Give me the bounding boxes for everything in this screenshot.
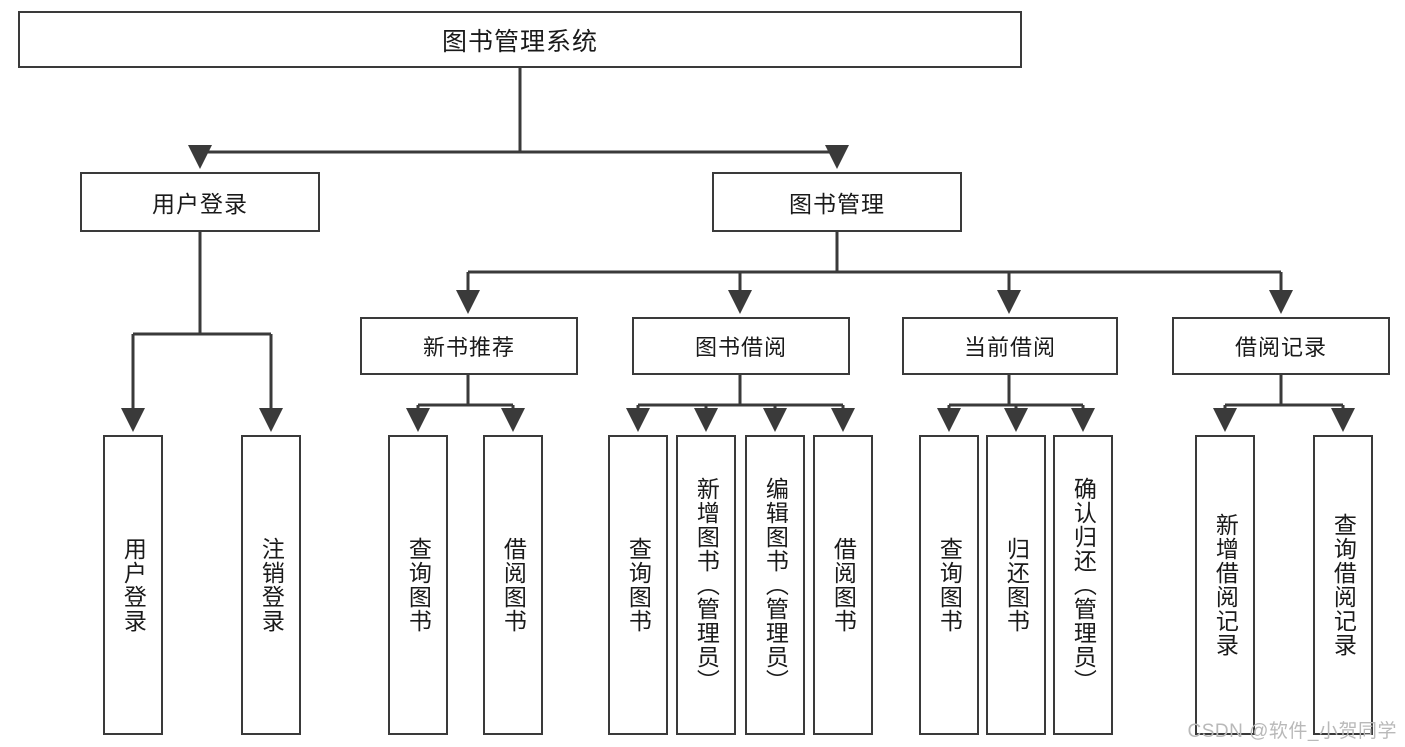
node-leaf-query-book-2[interactable]: 查询图书 <box>608 435 668 735</box>
node-leaf-borrow-book-1[interactable]: 借阅图书 <box>483 435 543 735</box>
node-leaf-borrow-book-2[interactable]: 借阅图书 <box>813 435 873 735</box>
node-book-manage-label: 图书管理 <box>789 191 885 217</box>
node-new-book-recommend-label: 新书推荐 <box>422 335 515 360</box>
node-leaf-edit-book-label: 编辑图书（管理员） <box>762 477 789 693</box>
node-leaf-query-record[interactable]: 查询借阅记录 <box>1313 435 1373 735</box>
node-leaf-edit-book[interactable]: 编辑图书（管理员） <box>745 435 805 735</box>
node-user-login-label: 用户登录 <box>152 191 248 217</box>
node-book-manage[interactable]: 图书管理 <box>712 172 962 232</box>
node-root-label: 图书管理系统 <box>441 27 598 56</box>
node-leaf-return-book-label: 归还图书 <box>1003 537 1030 633</box>
node-leaf-confirm-return[interactable]: 确认归还（管理员） <box>1053 435 1113 735</box>
node-leaf-query-book-1[interactable]: 查询图书 <box>388 435 448 735</box>
node-leaf-add-record-label: 新增借阅记录 <box>1212 513 1239 657</box>
node-leaf-add-book[interactable]: 新增图书（管理员） <box>676 435 736 735</box>
node-user-login[interactable]: 用户登录 <box>80 172 320 232</box>
node-borrow-record[interactable]: 借阅记录 <box>1172 317 1390 375</box>
node-leaf-logout-label: 注销登录 <box>258 537 285 633</box>
node-leaf-borrow-book-1-label: 借阅图书 <box>500 537 527 633</box>
node-leaf-add-record[interactable]: 新增借阅记录 <box>1195 435 1255 735</box>
node-leaf-logout[interactable]: 注销登录 <box>241 435 301 735</box>
node-leaf-confirm-return-label: 确认归还（管理员） <box>1070 477 1097 693</box>
node-leaf-user-login-label: 用户登录 <box>120 537 147 633</box>
node-current-borrow[interactable]: 当前借阅 <box>902 317 1118 375</box>
node-current-borrow-label: 当前借阅 <box>963 335 1056 360</box>
node-book-borrow[interactable]: 图书借阅 <box>632 317 850 375</box>
node-leaf-borrow-book-2-label: 借阅图书 <box>830 537 857 633</box>
node-leaf-query-record-label: 查询借阅记录 <box>1330 513 1357 657</box>
node-leaf-return-book[interactable]: 归还图书 <box>986 435 1046 735</box>
node-leaf-query-book-2-label: 查询图书 <box>625 537 652 633</box>
watermark: CSDN @软件_小贺同学 <box>1187 721 1397 742</box>
node-borrow-record-label: 借阅记录 <box>1234 335 1327 360</box>
node-leaf-user-login[interactable]: 用户登录 <box>103 435 163 735</box>
node-leaf-query-book-1-label: 查询图书 <box>405 537 432 633</box>
node-leaf-add-book-label: 新增图书（管理员） <box>693 477 720 693</box>
node-root[interactable]: 图书管理系统 <box>18 11 1022 68</box>
node-book-borrow-label: 图书借阅 <box>694 335 787 360</box>
node-leaf-query-book-3-label: 查询图书 <box>936 537 963 633</box>
node-new-book-recommend[interactable]: 新书推荐 <box>360 317 578 375</box>
node-leaf-query-book-3[interactable]: 查询图书 <box>919 435 979 735</box>
